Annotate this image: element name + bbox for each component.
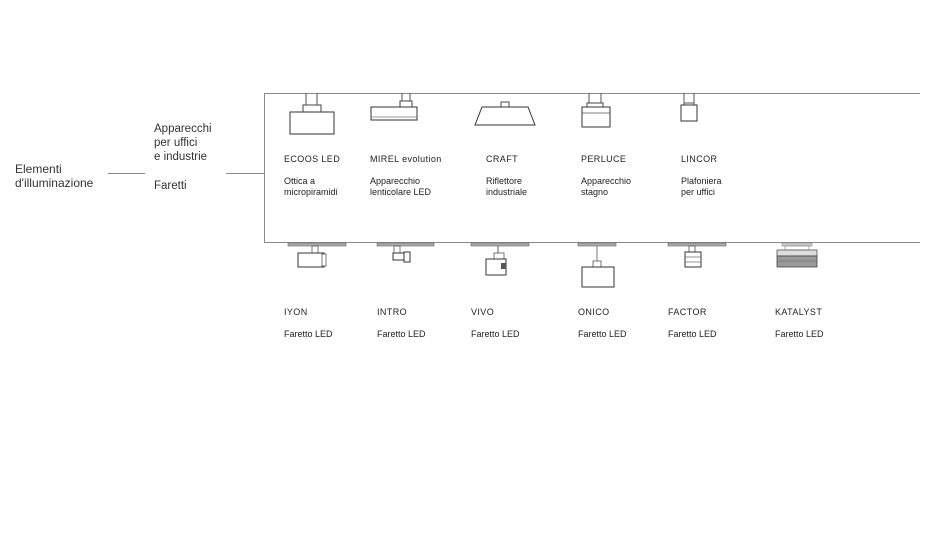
product-desc: Faretto LED bbox=[578, 329, 627, 339]
product-katalyst: KATALYST Faretto LED bbox=[775, 296, 824, 351]
product-name: IYON bbox=[284, 307, 308, 317]
perluce-luminaire-icon bbox=[581, 93, 611, 128]
craft-reflector-icon bbox=[474, 101, 536, 126]
product-desc: Plafoniera per uffici bbox=[681, 176, 722, 197]
product-name: ECOOS LED bbox=[284, 154, 341, 164]
mirel-luminaire-icon bbox=[370, 93, 418, 121]
product-desc: Faretto LED bbox=[377, 329, 426, 339]
product-lincor: LINCOR Plafoniera per uffici bbox=[681, 143, 722, 209]
product-vivo: VIVO Faretto LED bbox=[471, 296, 520, 351]
ecoos-luminaire-icon bbox=[289, 93, 335, 135]
product-name: KATALYST bbox=[775, 307, 823, 317]
product-name: FACTOR bbox=[668, 307, 707, 317]
product-name: LINCOR bbox=[681, 154, 718, 164]
product-craft: CRAFT Riflettore industriale bbox=[486, 143, 527, 209]
product-name: INTRO bbox=[377, 307, 407, 317]
product-name: VIVO bbox=[471, 307, 495, 317]
product-ecoos: ECOOS LED Ottica a micropiramidi bbox=[284, 143, 340, 209]
connector-categories bbox=[226, 173, 264, 174]
vivo-spotlight-icon bbox=[470, 242, 530, 276]
product-intro: INTRO Faretto LED bbox=[377, 296, 426, 351]
connector-root bbox=[108, 173, 145, 174]
iyon-spotlight-icon bbox=[287, 242, 347, 268]
product-desc: Riflettore industriale bbox=[486, 176, 528, 197]
product-desc: Apparecchio stagno bbox=[581, 176, 632, 197]
intro-spotlight-icon bbox=[376, 242, 435, 263]
product-name: CRAFT bbox=[486, 154, 518, 164]
product-name: MIREL evolution bbox=[370, 154, 442, 164]
product-desc: Faretto LED bbox=[284, 329, 333, 339]
category-spotlights: Faretti bbox=[154, 180, 187, 192]
product-perluce: PERLUCE Apparecchio stagno bbox=[581, 143, 631, 209]
product-desc: Apparecchio lenticolare LED bbox=[370, 176, 432, 197]
lincor-luminaire-icon bbox=[680, 93, 698, 122]
root-node-label: Elementi d'illuminazione bbox=[15, 162, 94, 190]
product-desc: Ottica a micropiramidi bbox=[284, 176, 338, 197]
product-desc: Faretto LED bbox=[775, 329, 824, 339]
product-name: ONICO bbox=[578, 307, 610, 317]
factor-spotlight-icon bbox=[667, 242, 727, 268]
product-onico: ONICO Faretto LED bbox=[578, 296, 627, 351]
category-offices-industry: Apparecchi per uffici e industrie bbox=[154, 123, 212, 163]
product-name: PERLUCE bbox=[581, 154, 627, 164]
product-desc: Faretto LED bbox=[471, 329, 520, 339]
product-desc: Faretto LED bbox=[668, 329, 717, 339]
product-iyon: IYON Faretto LED bbox=[284, 296, 333, 351]
products-bracket bbox=[264, 93, 920, 243]
onico-spotlight-icon bbox=[577, 242, 617, 288]
product-mirel: MIREL evolution Apparecchio lenticolare … bbox=[370, 143, 442, 209]
product-factor: FACTOR Faretto LED bbox=[668, 296, 717, 351]
katalyst-spotlight-icon bbox=[776, 242, 818, 268]
